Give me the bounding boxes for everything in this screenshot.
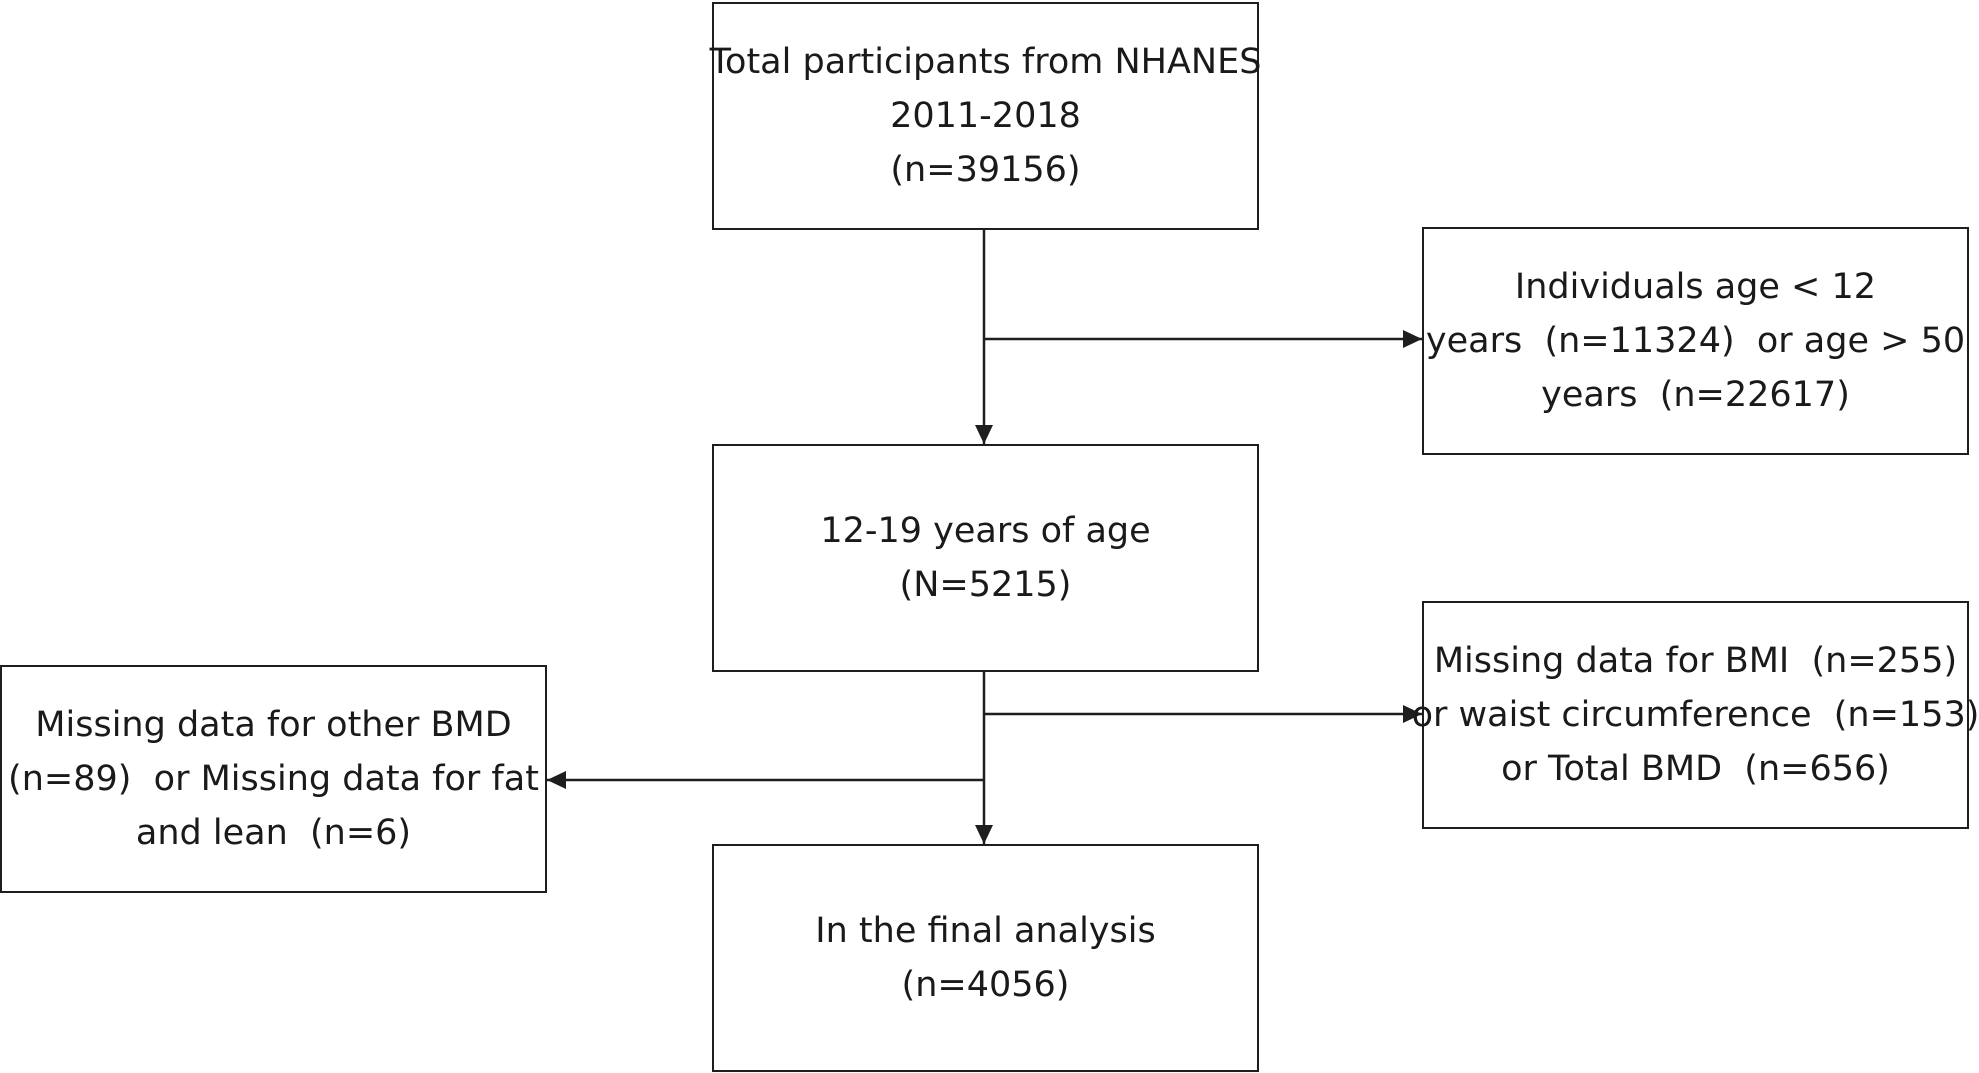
- box-text-line: In the final analysis: [815, 911, 1156, 951]
- box-text-line: 2011-2018: [890, 96, 1081, 136]
- box-text-line: Missing data for other BMD: [35, 705, 512, 745]
- arrowhead-teens-to-final: [975, 825, 993, 844]
- missing-other-bmd-box: Missing data for other BMD (n=89) or Mis…: [0, 665, 547, 893]
- box-text-line: years (n=22617): [1541, 375, 1850, 415]
- box-text-line: Total participants from NHANES: [709, 42, 1262, 82]
- arrowhead-to-missing-bmi: [1403, 705, 1422, 723]
- box-text-line: or Total BMD (n=656): [1501, 749, 1890, 789]
- age-12-19-box: 12-19 years of age (N=5215): [712, 444, 1259, 672]
- total-participants-box: Total participants from NHANES 2011-2018…: [709, 2, 1262, 230]
- box-text-line: Individuals age < 12: [1514, 267, 1877, 307]
- arrowhead-to-excluded-age: [1403, 330, 1422, 348]
- box-text-line: (n=4056): [901, 965, 1070, 1005]
- final-analysis-box: In the final analysis (n=4056): [712, 844, 1259, 1072]
- box-text-line: years (n=11324) or age > 50: [1425, 321, 1966, 361]
- box-text-line: (n=89) or Missing data for fat: [8, 759, 539, 799]
- box-text-line: (n=39156): [890, 150, 1081, 190]
- box-text-line: or waist circumference (n=153): [1411, 695, 1979, 735]
- excluded-age-box: Individuals age < 12 years (n=11324) or …: [1422, 227, 1969, 455]
- box-text-line: (N=5215): [899, 565, 1072, 605]
- box-text-line: Missing data for BMI (n=255): [1433, 641, 1958, 681]
- missing-bmi-box: Missing data for BMI (n=255) or waist ci…: [1412, 601, 1979, 829]
- arrowhead-to-missing-bmd: [547, 771, 566, 789]
- box-text-line: 12-19 years of age: [820, 511, 1151, 551]
- arrowhead-total-to-teens: [975, 425, 993, 444]
- box-text-line: and lean (n=6): [135, 813, 412, 853]
